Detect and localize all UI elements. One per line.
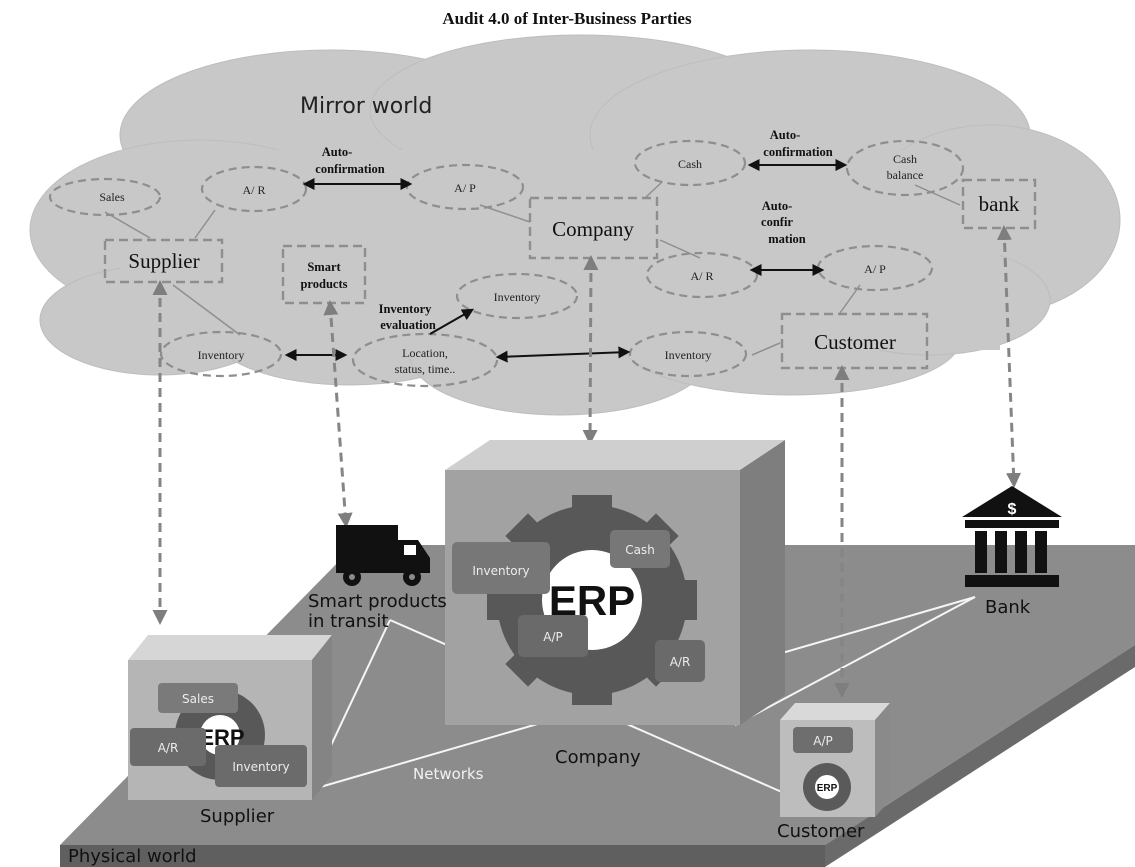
supplier-node-label: Supplier [128, 249, 199, 273]
customer-node-label: Customer [814, 330, 896, 354]
inventory-supplier-label: Inventory [198, 348, 245, 362]
location-label-1: Location, [402, 346, 448, 360]
inventory-company-label: Inventory [494, 290, 541, 304]
supplier-erp-tag-sales: Sales [182, 692, 214, 706]
auto-confirmation-3b: confir [761, 215, 793, 229]
sales-label: Sales [99, 190, 125, 204]
company-erp-tag-ap: A/P [543, 630, 563, 644]
ar-supplier-label: A/ R [242, 183, 265, 197]
cash-label: Cash [678, 157, 702, 171]
customer-node [780, 312, 929, 370]
inventory-evaluation-2: evaluation [380, 318, 436, 332]
customer-erp-tag-ap: A/P [813, 734, 833, 748]
smart-products-label-1: Smart [307, 260, 341, 274]
supplier-erp-tag-inventory: Inventory [232, 760, 289, 774]
ap-customer-label: A/ P [864, 262, 886, 276]
customer-erp-box: A/P ERP [780, 703, 890, 817]
company-erp-tag-inventory: Inventory [472, 564, 529, 578]
company-node-label: Company [552, 217, 634, 241]
truck-icon [336, 525, 430, 586]
cash-node [633, 139, 747, 187]
sales-node [48, 177, 162, 217]
bank-label: Bank [985, 597, 1031, 618]
supplier-erp-tag-ar: A/R [158, 741, 179, 755]
customer-label: Customer [777, 821, 865, 842]
cash-balance-label-1: Cash [893, 152, 917, 166]
physical-world-label: Physical world [68, 846, 197, 867]
inventory-evaluation-1: Inventory [379, 302, 433, 316]
company-node [528, 196, 659, 260]
company-erp-box: ERP Inventory Cash A/P A/R [445, 440, 785, 725]
company-label: Company [555, 747, 641, 768]
inventory-customer-label: Inventory [665, 348, 712, 362]
world-connectors [152, 225, 1022, 698]
bank-node-label: bank [979, 192, 1020, 216]
smart-products-label-2: products [300, 277, 347, 291]
auto-confirmation-3c: mation [768, 232, 806, 246]
location-label-2: status, time.. [395, 362, 456, 376]
customer-erp-center: ERP [817, 783, 838, 794]
auto-confirmation-1a: Auto- [322, 145, 353, 159]
auto-confirmation-2b: confirmation [763, 145, 832, 159]
ar-company-label: A/ R [690, 269, 713, 283]
auto-confirmation-2a: Auto- [770, 128, 801, 142]
bank-dollar-symbol: $ [1008, 501, 1017, 518]
mirror-world-label: Mirror world [300, 94, 432, 119]
auto-confirmation-1b: confirmation [315, 162, 384, 176]
cash-balance-label-2: balance [887, 168, 924, 182]
truck-label-1: Smart products [308, 591, 447, 612]
supplier-label: Supplier [200, 806, 275, 827]
diagram-title: Audit 4.0 of Inter-Business Parties [442, 9, 692, 28]
mirror-world-cloud [29, 34, 1121, 416]
networks-label: Networks [413, 765, 484, 783]
inventory-company-node [455, 272, 579, 320]
bank-icon: $ [962, 486, 1062, 587]
company-erp-tag-ar: A/R [670, 655, 691, 669]
truck-label-2: in transit [308, 611, 388, 632]
company-erp-tag-cash: Cash [625, 543, 655, 557]
ap-company-label: A/ P [454, 181, 476, 195]
supplier-erp-box: ERP Sales A/R Inventory [128, 635, 332, 800]
auto-confirmation-3a: Auto- [762, 199, 793, 213]
